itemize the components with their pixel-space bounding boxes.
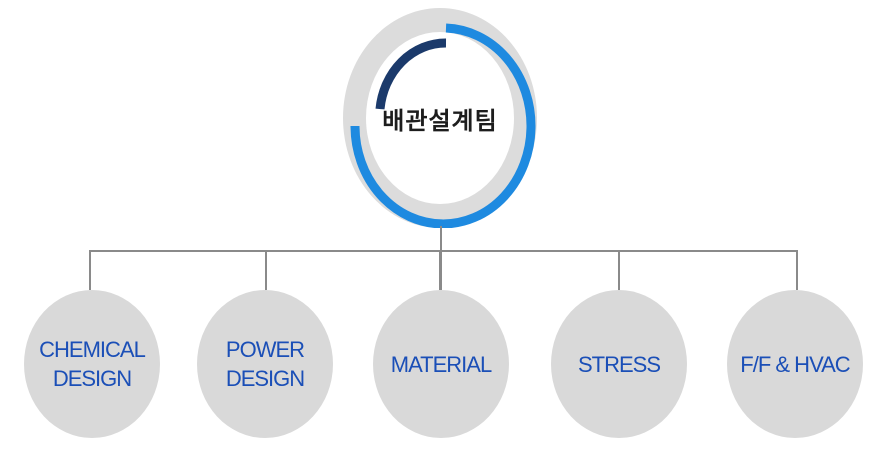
connector-root-stem (440, 226, 442, 251)
node-label: STRESS (577, 351, 661, 377)
connector-horizontal (89, 250, 798, 252)
node-label: CHEMICAL DESIGN (39, 337, 146, 391)
node-material: MATERIAL (373, 290, 509, 438)
connector-drop-5 (796, 250, 798, 290)
progress-ring-icon (343, 8, 537, 228)
connector-drop-2 (265, 250, 267, 290)
node-label: MATERIAL (390, 351, 492, 377)
connector-drop-1 (89, 250, 91, 290)
root-node: 배관설계팀 (343, 8, 537, 228)
node-label: F/F & HVAC (740, 351, 850, 377)
node-label: POWER DESIGN (225, 337, 305, 391)
node-chemical-design: CHEMICAL DESIGN (24, 290, 160, 438)
node-power-design: POWER DESIGN (197, 290, 333, 438)
connector-drop-4 (618, 250, 620, 290)
node-stress: STRESS (551, 290, 687, 438)
root-title: 배관설계팀 (382, 106, 498, 135)
node-ff-hvac: F/F & HVAC (727, 290, 863, 438)
connector-drop-3 (439, 250, 442, 290)
